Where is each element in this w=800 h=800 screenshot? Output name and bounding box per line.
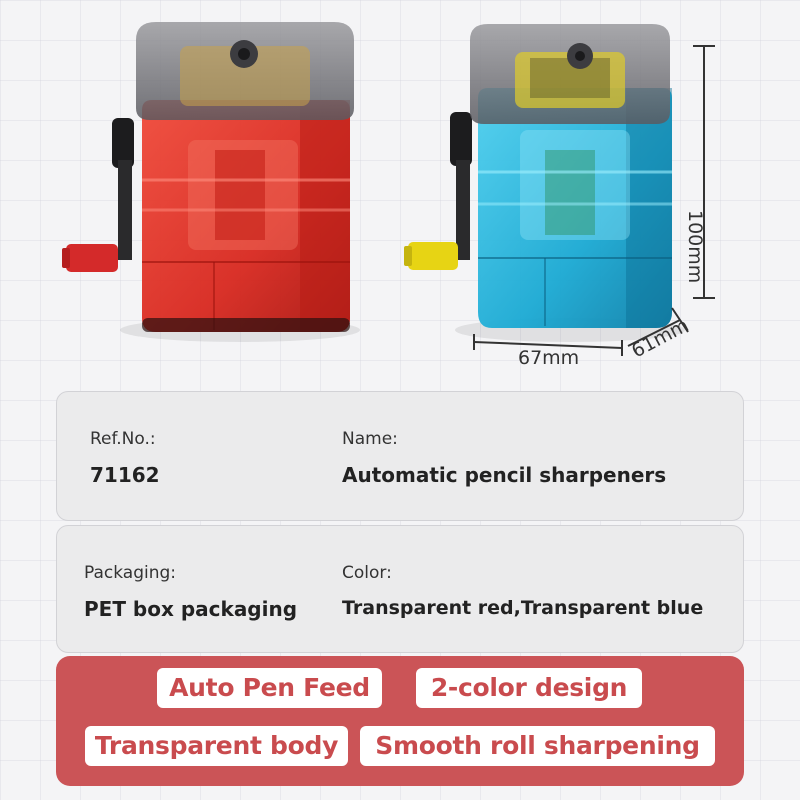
feature-tag-transparent-body: Transparent body — [85, 726, 348, 766]
dimension-lines — [473, 45, 715, 356]
packaging-field: Packaging: PET box packaging — [84, 563, 297, 621]
info-card-ref-name: Ref.No.: 71162 Name: Automatic pencil sh… — [56, 391, 744, 521]
name-label: Name: — [342, 429, 398, 449]
info-card-packaging-color: Packaging: PET box packaging Color: Tran… — [56, 525, 744, 653]
ref-label: Ref.No.: — [90, 429, 156, 449]
height-dimension-label: 100mm — [684, 210, 706, 284]
width-dimension-label: 67mm — [518, 347, 580, 369]
crank-base-icon — [450, 112, 472, 166]
feature-panel: Auto Pen Feed 2-color design Transparent… — [56, 656, 744, 786]
color-field: Color: Transparent red,Transparent blue — [342, 563, 703, 619]
feature-tag-smooth-roll-sharpening: Smooth roll sharpening — [360, 726, 715, 766]
product-photo — [62, 22, 715, 356]
name-field: Name: Automatic pencil sharpeners — [342, 429, 666, 487]
color-value: Transparent red,Transparent blue — [342, 597, 704, 619]
packaging-value: PET box packaging — [84, 597, 298, 621]
red-sharpener — [62, 22, 360, 342]
feature-tag-auto-pen-feed: Auto Pen Feed — [157, 668, 382, 708]
packaging-label: Packaging: — [84, 563, 177, 583]
red-handle-knob-icon — [66, 244, 118, 272]
color-label: Color: — [342, 563, 392, 583]
crank-base-icon — [112, 118, 134, 168]
blue-sharpener — [404, 24, 685, 342]
feature-tag-2-color-design: 2-color design — [416, 668, 642, 708]
name-value: Automatic pencil sharpeners — [342, 463, 667, 487]
yellow-handle-knob-icon — [408, 242, 458, 270]
ref-field: Ref.No.: 71162 — [90, 429, 160, 487]
ref-value: 71162 — [90, 463, 160, 487]
